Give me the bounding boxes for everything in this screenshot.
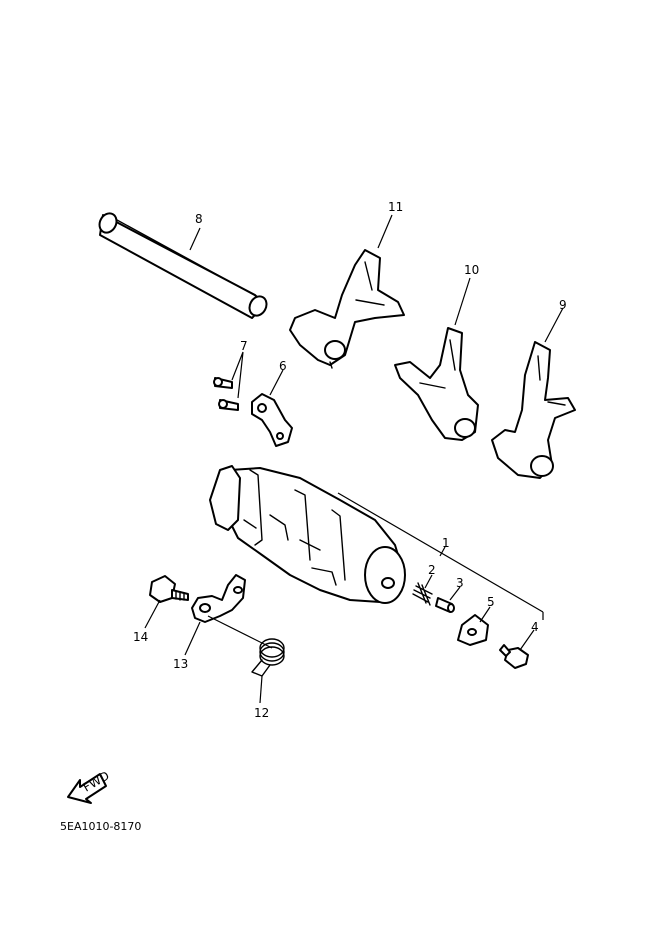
- part-11-shift-fork: [289, 249, 405, 369]
- diagram-code: 5EA1010-8170: [60, 820, 142, 833]
- callout-6: 6: [279, 359, 287, 373]
- leader-lines: [144, 214, 564, 704]
- callout-9: 9: [559, 298, 567, 312]
- part-1-shift-drum: [209, 465, 406, 604]
- part-3-pin: [435, 597, 455, 613]
- part-9-shift-fork: [491, 341, 576, 479]
- callout-13: 13: [173, 657, 188, 671]
- part-13-shift-lever: [191, 574, 246, 623]
- callout-11: 11: [388, 200, 403, 214]
- part-4-bolt: [499, 644, 529, 669]
- callout-1: 1: [442, 536, 450, 550]
- part-8-guide-bar: [98, 212, 268, 319]
- callout-2: 2: [428, 563, 436, 577]
- fwd-arrow-icon: FWD: [67, 768, 112, 804]
- part-14-bolt: [149, 575, 189, 603]
- callout-3: 3: [456, 576, 464, 590]
- part-6-stopper-plate: [251, 393, 293, 447]
- callout-10: 10: [464, 263, 479, 277]
- part-7-screws: [213, 377, 239, 411]
- callout-8: 8: [195, 212, 203, 226]
- part-12-torsion-spring: [251, 638, 285, 677]
- callout-5: 5: [487, 595, 495, 609]
- part-5-washer: [457, 614, 489, 646]
- callout-4: 4: [531, 620, 539, 634]
- part-2-spring: [412, 582, 433, 606]
- callout-14: 14: [133, 630, 148, 644]
- callout-12: 12: [254, 706, 269, 720]
- part-10-shift-fork: [394, 327, 479, 441]
- callout-7: 7: [240, 339, 248, 353]
